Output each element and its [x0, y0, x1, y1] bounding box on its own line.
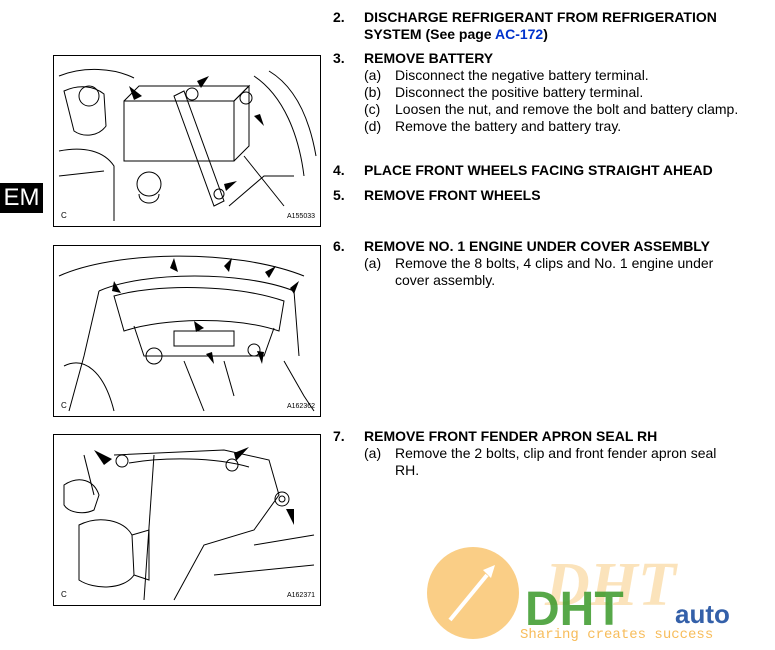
step-number: 5.: [333, 187, 345, 203]
fender-seal-illustration: [63, 447, 315, 601]
step-title: PLACE FRONT WHEELS FACING STRAIGHT AHEAD: [364, 162, 713, 178]
step-6: 6. REMOVE NO. 1 ENGINE UNDER COVER ASSEM…: [333, 238, 773, 289]
step-7: 7. REMOVE FRONT FENDER APRON SEAL RH (a)…: [333, 428, 773, 479]
step-4: 4. PLACE FRONT WHEELS FACING STRAIGHT AH…: [333, 162, 773, 179]
battery-illustration: [58, 68, 317, 221]
figure-view-letter: C: [61, 211, 67, 220]
substep-text: Remove the 8 bolts, 4 clips and No. 1 en…: [395, 255, 714, 288]
step-number: 2.: [333, 9, 345, 25]
substep-label: (d): [364, 118, 382, 134]
step-3: 3. REMOVE BATTERY (a) Disconnect the nega…: [333, 50, 773, 135]
figure-id: A155033: [286, 213, 315, 220]
dht-auto-watermark: DHT DHT auto Sharing creates success: [425, 545, 775, 645]
figure-under-cover: C A162362: [53, 245, 321, 417]
brand-dht: DHT: [525, 583, 624, 636]
step-number: 4.: [333, 162, 345, 178]
substep: (b) Disconnect the positive battery termi…: [364, 84, 773, 101]
substep-label: (a): [364, 67, 382, 83]
step-title-end: ): [543, 26, 548, 42]
page-link-ac-172[interactable]: AC-172: [494, 26, 544, 42]
substep-text: Disconnect the positive battery terminal…: [395, 84, 644, 100]
substep: (d) Remove the battery and battery tray.: [364, 118, 773, 135]
step-title: REMOVE NO. 1 ENGINE UNDER COVER ASSEMBLY: [364, 238, 710, 254]
step-number: 3.: [333, 50, 345, 66]
slogan: Sharing creates success: [520, 627, 713, 643]
brand-auto: auto: [675, 599, 730, 629]
substep-label: (b): [364, 84, 382, 100]
substep-text: Remove the battery and battery tray.: [395, 118, 622, 134]
step-number: 7.: [333, 428, 345, 444]
substep: (a) Remove the 2 bolts, clip and front fe…: [364, 445, 744, 479]
figure-view-letter: C: [61, 401, 67, 410]
figure-fender-apron-seal: C A162371: [53, 434, 321, 606]
figure-view-letter: C: [61, 590, 67, 599]
figure-battery: C A155033: [53, 55, 321, 227]
substep-text: Loosen the nut, and remove the bolt and …: [395, 101, 739, 117]
step-title: DISCHARGE REFRIGERANT FROM REFRIGERATION…: [364, 9, 717, 42]
step-5: 5. REMOVE FRONT WHEELS: [333, 187, 773, 204]
substep-label: (a): [364, 445, 382, 461]
under-cover-illustration: [58, 255, 315, 412]
section-tab-em: EM: [0, 183, 43, 213]
substep-label: (a): [364, 255, 382, 271]
step-title: REMOVE BATTERY: [364, 50, 494, 66]
step-title: REMOVE FRONT FENDER APRON SEAL RH: [364, 428, 658, 444]
step-title: REMOVE FRONT WHEELS: [364, 187, 541, 203]
step-2: 2. DISCHARGE REFRIGERANT FROM REFRIGERAT…: [333, 9, 773, 43]
substep: (a) Disconnect the negative battery termi…: [364, 67, 773, 84]
figure-id: A162371: [286, 592, 315, 599]
logo-text-large: DHT: [544, 551, 678, 619]
substep-text: Disconnect the negative battery terminal…: [395, 67, 649, 83]
substep-text: Remove the 2 bolts, clip and front fende…: [395, 445, 717, 478]
dht-logo-icon: DHT DHT auto Sharing creates success: [427, 547, 730, 643]
substep-label: (c): [364, 101, 381, 117]
substep: (c) Loosen the nut, and remove the bolt a…: [364, 101, 744, 118]
step-number: 6.: [333, 238, 345, 254]
figure-id: A162362: [286, 403, 315, 410]
substep: (a) Remove the 8 bolts, 4 clips and No. 1…: [364, 255, 744, 289]
